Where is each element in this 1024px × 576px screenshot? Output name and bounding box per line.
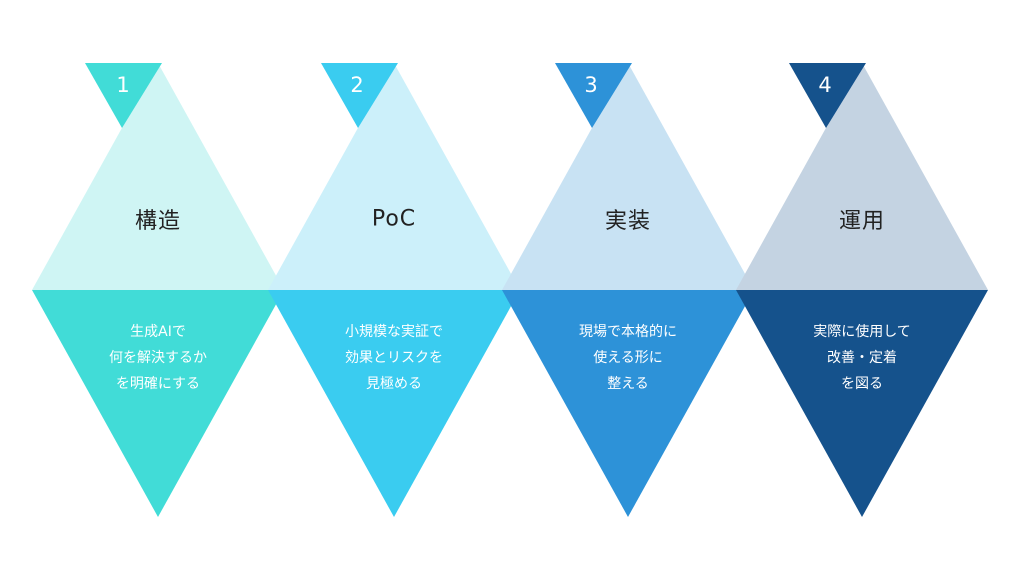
step-3-number-tab [555, 63, 632, 128]
step-3-number: 3 [584, 73, 598, 97]
step-1-lower-triangle [32, 290, 284, 517]
step-4-lower-triangle [736, 290, 988, 517]
step-2-upper-triangle [268, 63, 520, 290]
step-3-upper-triangle [502, 63, 754, 290]
step-4-description: 実際に使用して 改善・定着 を図る [813, 319, 911, 397]
step-1-description: 生成AIで 何を解決するか を明確にする [109, 319, 207, 397]
step-1-title: 構造 [134, 209, 182, 234]
step-3-description-line-1: 現場で本格的に [579, 324, 677, 340]
step-1-description-line-1: 生成AIで [130, 324, 186, 340]
step-1-number: 1 [116, 73, 130, 97]
step-2-title: PoC [371, 206, 417, 232]
step-4-description-line-1: 実際に使用して [813, 324, 911, 340]
step-2-number-tab [321, 63, 398, 128]
step-1-upper-triangle [32, 63, 284, 290]
step-1-number-tab [85, 63, 162, 128]
step-3-description-line-2: 使える形に [593, 350, 663, 366]
step-2-number: 2 [350, 73, 364, 97]
step-1-description-line-3: を明確にする [115, 376, 201, 392]
step-2-description-line-1: 小規模な実証で [345, 324, 443, 340]
step-2-description-line-3: 見極める [366, 376, 422, 392]
step-3-title: 実装 [604, 209, 652, 234]
step-4-number: 4 [818, 73, 832, 97]
step-4-description-line-3: を図る [841, 376, 883, 392]
step-4-number-tab [789, 63, 866, 128]
step-3-description-line-3: 整える [607, 376, 649, 392]
step-2-lower-triangle [268, 290, 520, 517]
step-3-description: 現場で本格的に 使える形に 整える [579, 319, 677, 397]
step-3-lower-triangle [502, 290, 754, 517]
step-4-description-line-2: 改善・定着 [827, 350, 897, 366]
step-4-upper-triangle [736, 63, 988, 290]
step-2-description: 小規模な実証で 効果とリスクを 見極める [345, 319, 443, 397]
step-2-description-line-2: 効果とリスクを [345, 350, 443, 366]
step-4-title: 運用 [838, 209, 886, 234]
step-1-description-line-2: 何を解決するか [109, 350, 207, 366]
